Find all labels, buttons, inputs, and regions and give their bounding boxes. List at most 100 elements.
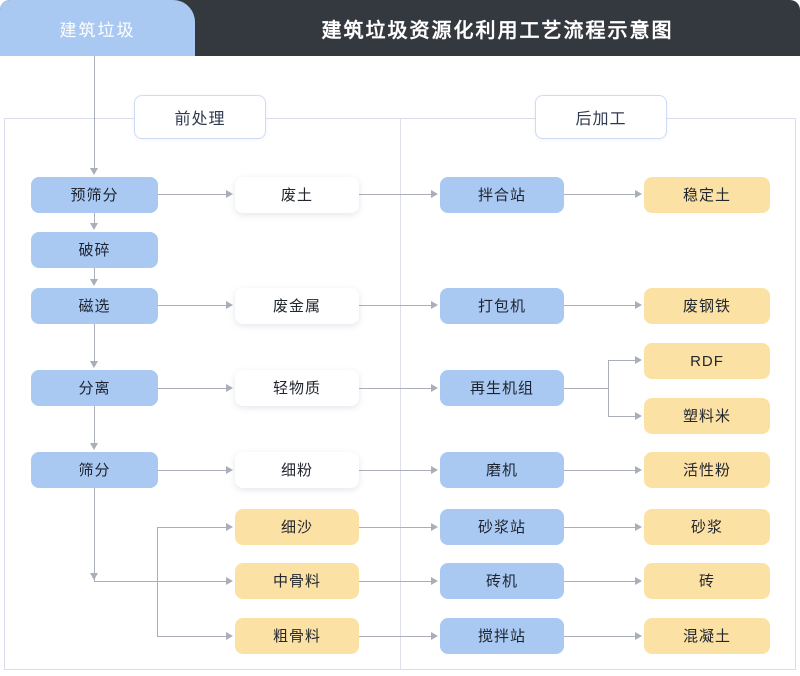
arrowhead-magnetic-scrapmetal — [226, 301, 233, 309]
node-active-pow[interactable]: 活性粉 — [644, 452, 770, 488]
node-scrap-metal[interactable]: 废金属 — [235, 288, 359, 324]
node-rdf[interactable]: RDF — [644, 343, 770, 379]
node-waste-soil-label: 废土 — [280, 186, 313, 204]
node-mill-label: 磨机 — [485, 461, 518, 479]
node-fine-powder[interactable]: 细粉 — [235, 452, 359, 488]
section-divider — [400, 118, 401, 670]
arrowhead-mixstation-stablesoil — [635, 190, 642, 198]
edge-regenunit-splitbar — [608, 360, 609, 416]
arrowhead-brickmachine-brick — [635, 577, 642, 585]
header-tab[interactable]: 建筑垃圾 — [0, 0, 195, 56]
arrowhead-finepowder-mill — [431, 466, 438, 474]
node-mortar-label: 砂浆 — [690, 518, 723, 536]
edge-regenunit-split — [564, 388, 609, 389]
edge-magnetic-separate — [94, 324, 95, 363]
edge-trunk-coarseagg — [157, 636, 228, 637]
edge-split-rdf — [608, 360, 637, 361]
edge-prescreen-wastesoil — [158, 194, 228, 195]
arrowhead-split-rdf — [635, 356, 642, 364]
edge-branch-trunk-aggregates — [157, 527, 158, 636]
arrowhead-separate-lightmat — [226, 384, 233, 392]
arrowhead-scrapmetal-baler — [431, 301, 438, 309]
edge-separate-sieve — [94, 406, 95, 445]
node-mix-station[interactable]: 拌合站 — [440, 177, 564, 213]
arrowhead-batchplant-concrete — [635, 632, 642, 640]
edge-brickmachine-brick — [564, 581, 637, 582]
arrowhead-separate-sieve — [90, 443, 98, 450]
section-chip-pre: 前处理 — [134, 95, 266, 139]
node-stable-soil[interactable]: 稳定土 — [644, 177, 770, 213]
node-mix-station-label: 拌合站 — [477, 186, 526, 204]
edge-mixstation-stablesoil — [564, 194, 637, 195]
node-brick-mach[interactable]: 砖机 — [440, 563, 564, 599]
edge-mill-activepowder — [564, 470, 637, 471]
node-mortar-st[interactable]: 砂浆站 — [440, 509, 564, 545]
node-brick-mach-label: 砖机 — [485, 572, 518, 590]
arrowhead-wastesoil-mixstation — [431, 190, 438, 198]
node-fine-sand[interactable]: 细沙 — [235, 509, 359, 545]
node-regen-unit[interactable]: 再生机组 — [440, 370, 564, 406]
arrowhead-finesand-mortarstation — [431, 523, 438, 531]
node-concrete-label: 混凝土 — [682, 627, 731, 645]
edge-baler-scrapsteel — [564, 305, 637, 306]
edge-mortarstation-mortar — [564, 527, 637, 528]
arrowhead-sieve-trunk — [90, 573, 98, 580]
node-plastic[interactable]: 塑料米 — [644, 398, 770, 434]
arrowhead-coarseagg-batchplant — [431, 632, 438, 640]
arrowhead-split-plastic — [635, 412, 642, 420]
node-magnetic[interactable]: 磁选 — [31, 288, 158, 324]
node-light-mat-label: 轻物质 — [272, 379, 321, 397]
node-scrap-steel[interactable]: 废钢铁 — [644, 288, 770, 324]
header-tab-label: 建筑垃圾 — [59, 20, 136, 40]
node-pre-screen-label: 预筛分 — [70, 186, 119, 204]
node-active-pow-label: 活性粉 — [682, 461, 731, 479]
arrowhead-mortarstation-mortar — [635, 523, 642, 531]
page-title-text: 建筑垃圾资源化利用工艺流程示意图 — [321, 19, 674, 42]
node-baler-label: 打包机 — [477, 297, 526, 315]
edge-finesand-mortarstation — [359, 527, 433, 528]
node-regen-unit-label: 再生机组 — [469, 379, 534, 397]
node-batch-plant-label: 搅拌站 — [477, 627, 526, 645]
arrowhead-trunk-coarseagg — [226, 632, 233, 640]
node-separate-label: 分离 — [78, 379, 111, 397]
node-fine-powder-label: 细粉 — [280, 461, 313, 479]
node-fine-sand-label: 细沙 — [280, 518, 313, 536]
node-crush-label: 破碎 — [78, 241, 111, 259]
arrowhead-magnetic-separate — [90, 361, 98, 368]
edge-coarseagg-batchplant — [359, 636, 433, 637]
arrowhead-prescreen-wastesoil — [226, 190, 233, 198]
node-concrete[interactable]: 混凝土 — [644, 618, 770, 654]
section-chip-pre-label: 前处理 — [174, 111, 226, 128]
arrowhead-entry-prescreen — [90, 168, 98, 175]
edge-midagg-brickmachine — [359, 581, 433, 582]
node-mid-agg[interactable]: 中骨料 — [235, 563, 359, 599]
edge-batchplant-concrete — [564, 636, 637, 637]
edge-prescreen-crush — [94, 213, 95, 226]
node-pre-screen[interactable]: 预筛分 — [31, 177, 158, 213]
node-brick[interactable]: 砖 — [644, 563, 770, 599]
node-mortar[interactable]: 砂浆 — [644, 509, 770, 545]
node-mortar-st-label: 砂浆站 — [477, 518, 526, 536]
node-separate[interactable]: 分离 — [31, 370, 158, 406]
page-title: 建筑垃圾资源化利用工艺流程示意图 — [195, 0, 800, 56]
edge-trunk-midagg — [94, 581, 228, 582]
edge-separate-lightmat — [158, 388, 228, 389]
node-coarse-agg[interactable]: 粗骨料 — [235, 618, 359, 654]
node-light-mat[interactable]: 轻物质 — [235, 370, 359, 406]
node-crush[interactable]: 破碎 — [31, 232, 158, 268]
node-brick-label: 砖 — [698, 572, 715, 590]
edge-lightmat-regenunit — [359, 388, 433, 389]
node-baler[interactable]: 打包机 — [440, 288, 564, 324]
edge-sieve-trunk — [94, 488, 95, 581]
node-waste-soil[interactable]: 废土 — [235, 177, 359, 213]
arrowhead-prescreen-crush — [90, 223, 98, 230]
node-mill[interactable]: 磨机 — [440, 452, 564, 488]
edge-finepowder-mill — [359, 470, 433, 471]
edge-scrapmetal-baler — [359, 305, 433, 306]
node-sieve[interactable]: 筛分 — [31, 452, 158, 488]
node-batch-plant[interactable]: 搅拌站 — [440, 618, 564, 654]
edge-wastesoil-mixstation — [359, 194, 433, 195]
section-chip-post: 后加工 — [535, 95, 667, 139]
node-coarse-agg-label: 粗骨料 — [272, 627, 321, 645]
